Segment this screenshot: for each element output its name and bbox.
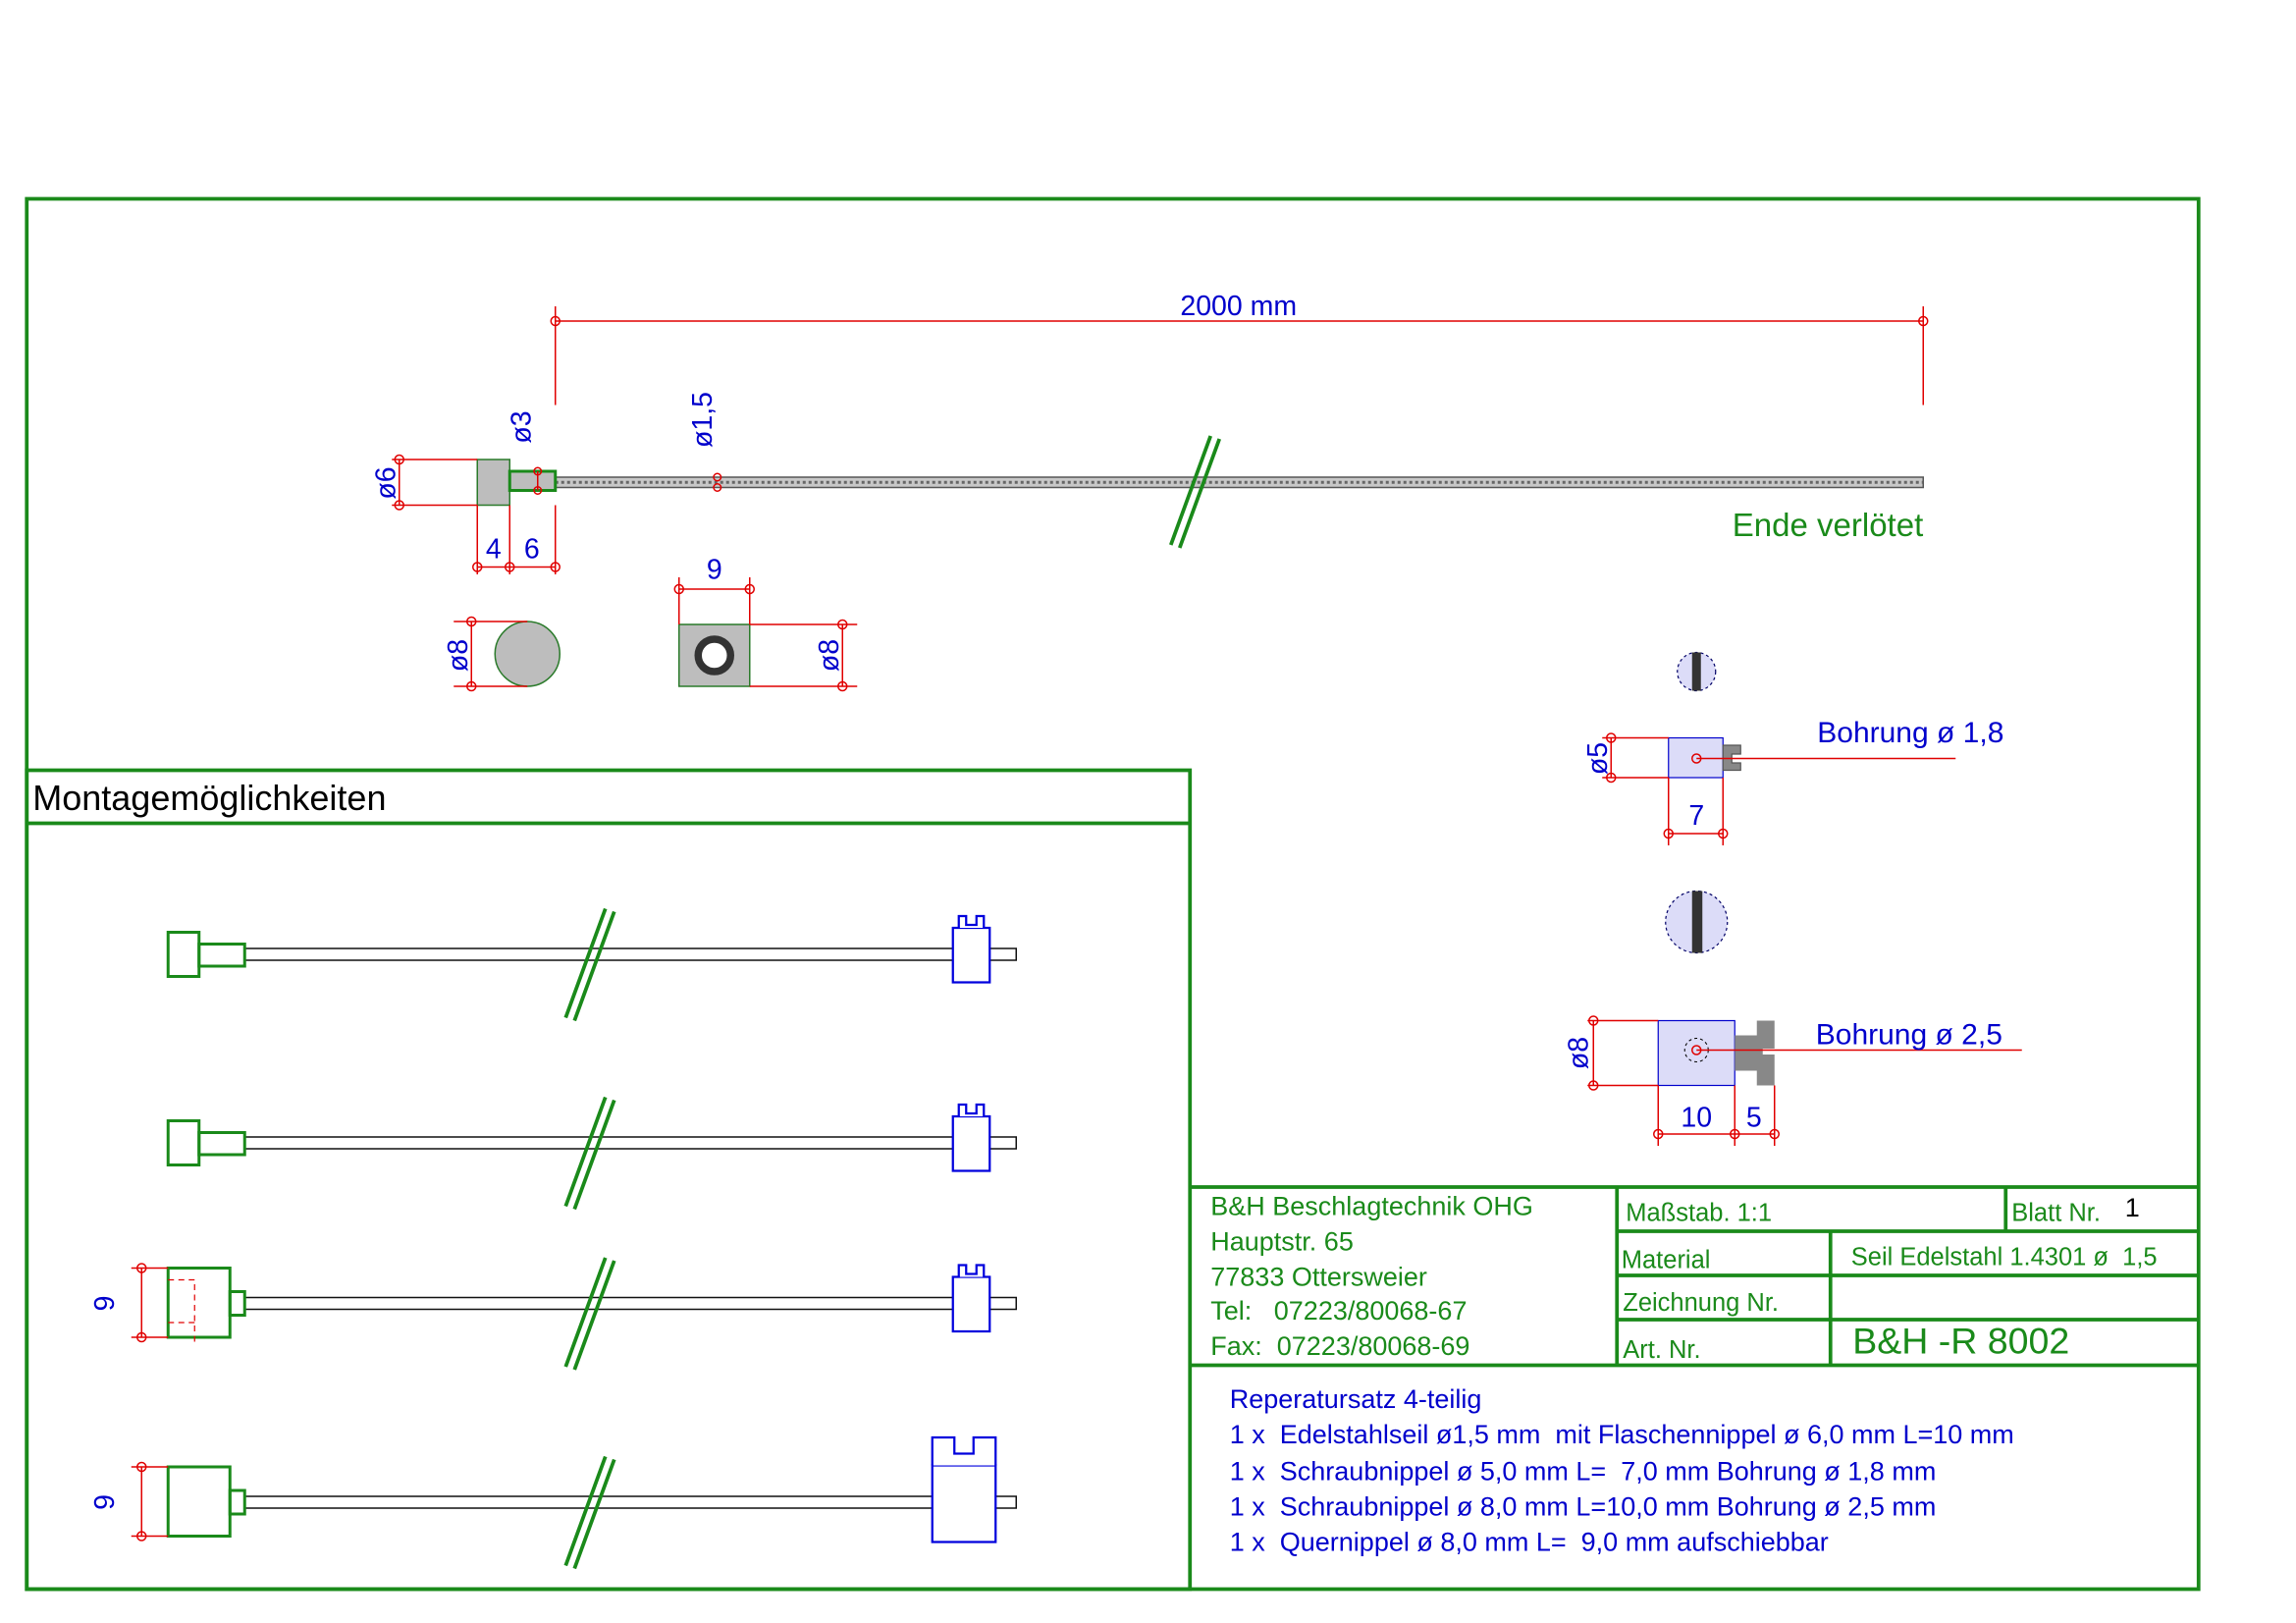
article-label: Art. Nr. xyxy=(1623,1336,1700,1364)
material-value: Seil Edelstahl 1.4301 ø 1,5 xyxy=(1851,1244,2158,1271)
row4-dimension: 9 xyxy=(89,1494,121,1510)
end-view-diameter-dimension: ø8 xyxy=(443,639,474,672)
small-screw-diameter-dimension: ø5 xyxy=(1582,742,1614,775)
montage-option-2 xyxy=(166,1096,1017,1211)
article-number: B&H -R 8002 xyxy=(1852,1321,2069,1362)
shank-diameter-dimension: ø3 xyxy=(506,410,537,443)
montage-title: Montagemöglichkeiten xyxy=(32,778,386,818)
sheet-label: Blatt Nr. xyxy=(2011,1200,2101,1227)
end-note: Ende verlötet xyxy=(1733,507,1923,543)
scale-label: Maßstab. 1:1 xyxy=(1626,1200,1772,1227)
description-line: 1 x Edelstahlseil ø1,5 mm mit Flaschenni… xyxy=(1230,1420,2014,1449)
material-label: Material xyxy=(1622,1247,1711,1274)
description-line: 1 x Quernippel ø 8,0 mm L= 9,0 mm aufsch… xyxy=(1230,1528,1829,1557)
company-name: B&H Beschlagtechnik OHG xyxy=(1210,1192,1533,1221)
cross-nipple-diameter-dimension: ø8 xyxy=(814,639,845,672)
description-line: 1 x Schraubnippel ø 5,0 mm L= 7,0 mm Boh… xyxy=(1230,1457,1937,1487)
title-block: B&H Beschlagtechnik OHG Hauptstr. 65 778… xyxy=(1210,1192,2157,1365)
large-screw-length-dimension: 10 xyxy=(1681,1103,1712,1134)
head-length-dimension: 4 xyxy=(486,534,502,566)
cable-diameter-dimension: ø1,5 xyxy=(687,392,719,448)
cross-nipple-length-dimension: 9 xyxy=(707,555,722,586)
head-diameter-dimension: ø6 xyxy=(370,466,401,499)
overall-length-dimension: 2000 mm xyxy=(1180,291,1297,322)
montage-option-4: 9 xyxy=(89,1435,1017,1570)
company-street: Hauptstr. 65 xyxy=(1210,1227,1354,1257)
shank-length-dimension: 6 xyxy=(524,534,540,566)
description-line: 1 x Schraubnippel ø 8,0 mm L=10,0 mm Boh… xyxy=(1230,1492,1937,1522)
company-city: 77833 Ottersweier xyxy=(1210,1263,1427,1292)
small-bore-label: Bohrung ø 1,8 xyxy=(1817,717,2003,749)
company-phone: Tel: 07223/80068-67 xyxy=(1210,1296,1467,1325)
montage-option-3: 9 xyxy=(89,1257,1017,1371)
flange-end-view: ø8 xyxy=(443,616,561,692)
large-screw-diameter-dimension: ø8 xyxy=(1563,1037,1594,1069)
cable-assembly-view: 2000 mm ø6 ø3 ø1,5 4 6 Ende verlötet xyxy=(370,291,1929,574)
parts-description: Reperatursatz 4-teilig 1 x Edelstahlseil… xyxy=(1230,1384,2014,1557)
sheet-value: 1 xyxy=(2125,1193,2140,1222)
small-screw-nipple-view: Bohrung ø 1,8 ø5 7 xyxy=(1582,651,2003,845)
company-fax: Fax: 07223/80068-69 xyxy=(1210,1331,1469,1361)
flange-nipple-shank xyxy=(507,469,558,492)
large-bore-label: Bohrung ø 2,5 xyxy=(1816,1019,2002,1052)
row3-dimension: 9 xyxy=(89,1296,121,1312)
cross-nipple-view: 9 ø8 xyxy=(673,555,858,692)
description-title: Reperatursatz 4-teilig xyxy=(1230,1384,1482,1414)
large-screw-nipple-view: Bohrung ø 2,5 ø8 10 5 xyxy=(1563,890,2022,1146)
montage-option-1 xyxy=(166,907,1017,1022)
drawing-frame xyxy=(25,196,2201,1592)
small-screw-length-dimension: 7 xyxy=(1688,800,1704,832)
drawing-number-label: Zeichnung Nr. xyxy=(1623,1289,1779,1317)
flange-nipple-head xyxy=(476,459,510,507)
break-mark xyxy=(1168,435,1213,546)
large-screw-head-dimension: 5 xyxy=(1746,1103,1762,1134)
